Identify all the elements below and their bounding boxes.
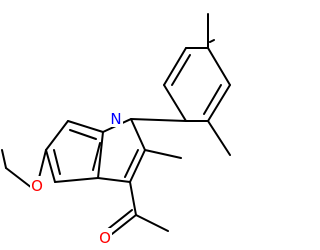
bond [163,47,187,86]
double-bond-inner [124,149,139,178]
double-bond-inner [209,39,215,43]
ch2-ch3-bond [1,149,7,169]
structure-diagram: N O O [1,13,231,247]
double-bond-inner [203,84,222,115]
label-mask [98,228,112,246]
carbonyl-oxygen-atom-label: O [99,229,111,247]
bond [97,177,131,183]
bond [130,118,146,151]
bond [207,84,231,122]
double-bond-inner [69,129,97,140]
benzo-ring [45,120,104,183]
o-ch2-bond [5,167,33,189]
ether-oxygen-atom-label: O [31,177,43,195]
double-bond-inner [53,149,61,175]
bond [45,149,56,183]
c3-carbonyl-bond [129,181,137,216]
bond [54,177,99,183]
label-mask [30,176,44,194]
double-bond-inner [92,142,101,171]
carbonyl-double-bond-inner [107,209,133,230]
bond [67,120,104,133]
molecule-canvas: N O O [1,13,231,247]
bond [207,47,231,86]
acetyl-methyl-bond [135,214,169,232]
bond [97,131,104,179]
dimethylphenyl-ring [163,39,231,122]
bond [45,120,69,151]
pyrrole-ring [97,118,146,183]
bond [129,149,146,183]
label-mask [109,109,123,127]
bond [163,84,187,122]
double-bond-inner [171,54,191,86]
nitrogen-atom-label: N [110,110,121,128]
n-aryl-bond [130,118,187,122]
methyl-bond-2 [207,120,231,156]
carbonyl-double-bond [111,214,137,235]
methyl-bond-c2 [144,149,182,159]
